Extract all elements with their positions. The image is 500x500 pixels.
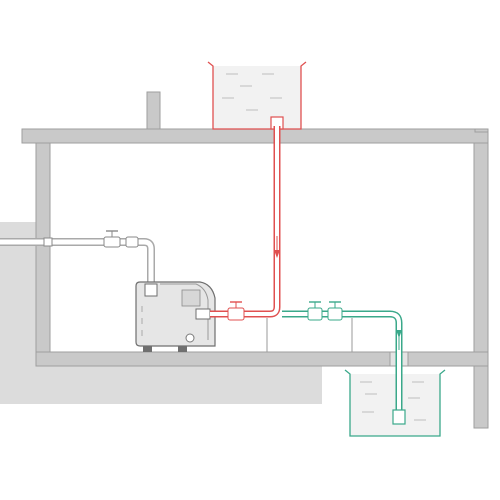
pump-foot-left (143, 346, 152, 352)
intake-pipe-coupling (43, 237, 53, 247)
source-tank-walls (344, 369, 446, 437)
suction-check-valve (307, 301, 323, 321)
pump-motor-end (185, 333, 195, 343)
supply-pipe (210, 126, 281, 321)
foot-valve (392, 409, 406, 425)
pump-inlet-port (144, 283, 158, 297)
outdoor-area (0, 222, 322, 404)
supply-gate-valve (227, 301, 245, 321)
booster-pump (135, 281, 216, 352)
arrow-down-icon (274, 250, 280, 258)
soil-bottom (0, 366, 322, 404)
ground-slab-left (35, 351, 391, 367)
left-wall (35, 142, 51, 354)
pump-foot-right (178, 346, 187, 352)
suction-pipe (282, 301, 406, 425)
storage-tank-ripples (222, 73, 282, 111)
pump-outlet-port (195, 308, 211, 320)
roof-parapet-right (474, 128, 489, 133)
intake-gate-valve (103, 230, 121, 248)
intake-union (125, 236, 139, 248)
suction-gate-valve (327, 301, 343, 321)
pipe-supports (266, 318, 353, 352)
building-structure (21, 91, 489, 429)
pump-cover-line (160, 283, 209, 340)
right-wall (473, 142, 489, 429)
ground-slab-right (407, 351, 489, 367)
intake-pipe (0, 230, 155, 285)
supply-pipe-run (210, 126, 281, 318)
storage-tank-walls (207, 61, 307, 130)
source-tank-water (350, 374, 440, 436)
pump-panel (181, 289, 201, 307)
source-tank (344, 369, 446, 437)
source-tank-ripples (360, 381, 426, 421)
roof-parapet-left (146, 91, 161, 130)
roof-slab (21, 128, 489, 144)
storage-tank (207, 61, 307, 130)
